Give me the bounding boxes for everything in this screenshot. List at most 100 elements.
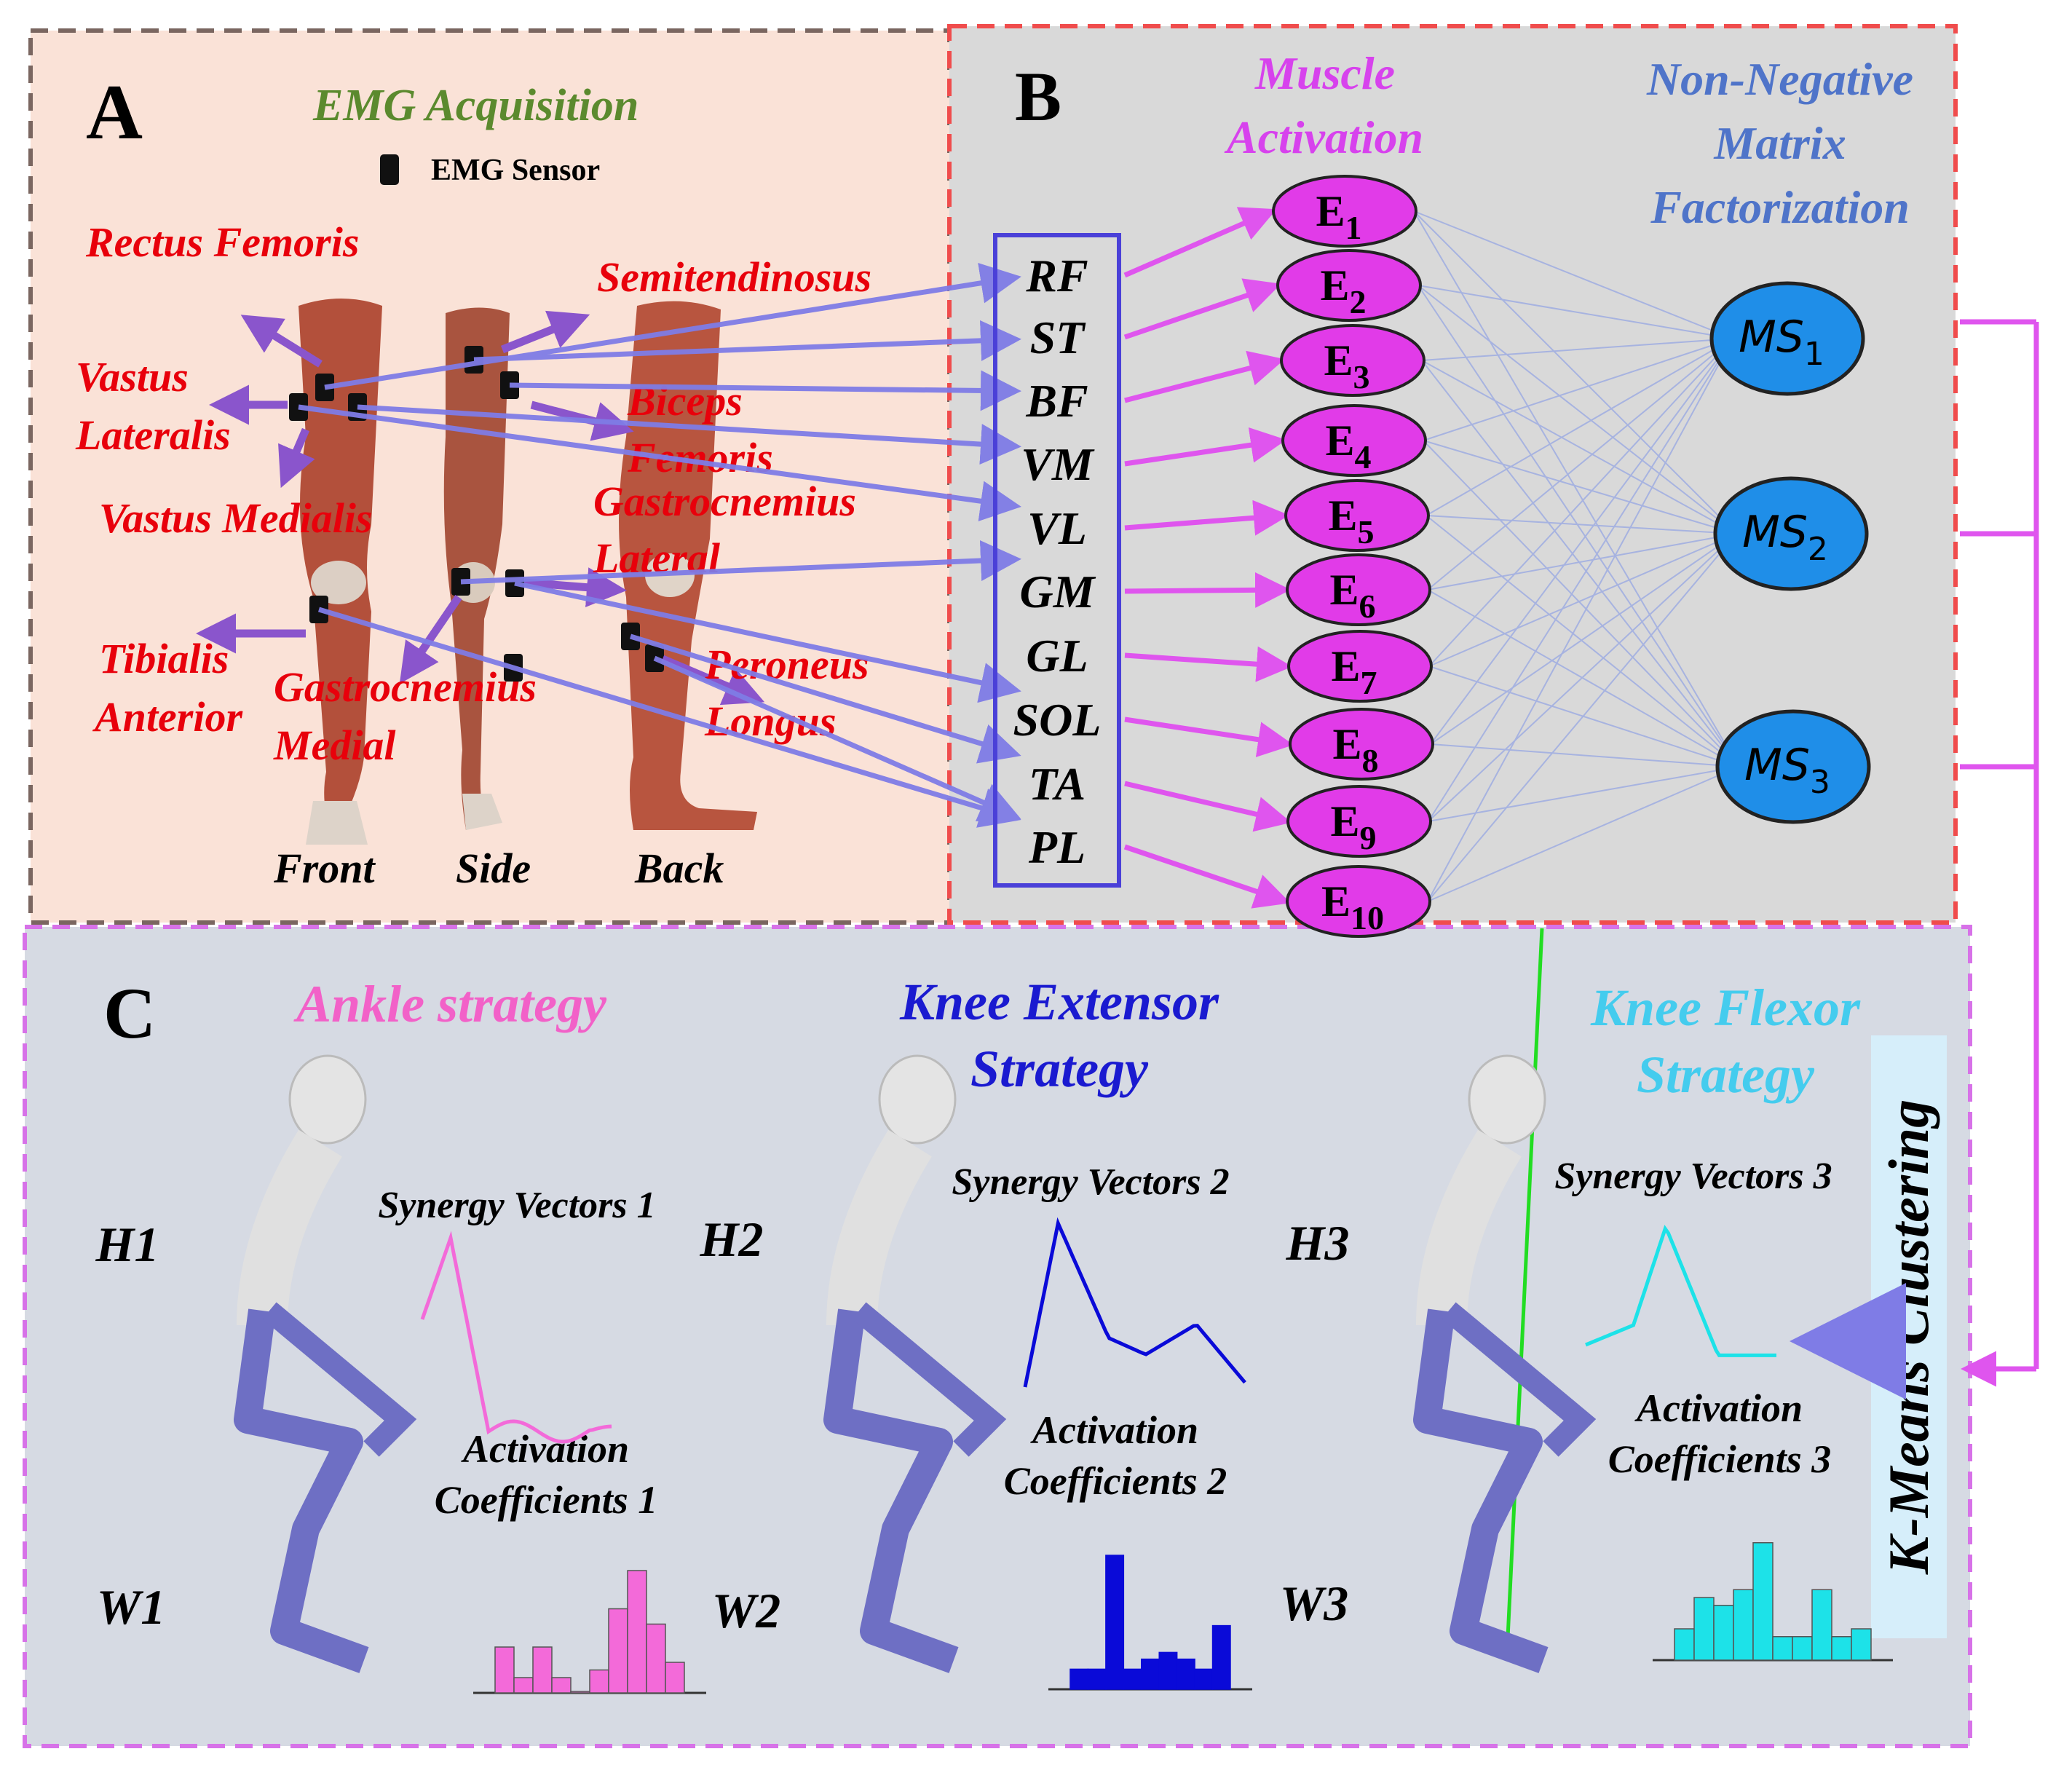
label-vastus-medialis: Vastus Medialis	[99, 494, 373, 542]
mesh-line	[1413, 210, 1733, 339]
histogram-bar	[494, 1646, 515, 1694]
svg-text:MS1: MS1	[1739, 312, 1824, 373]
muscle-abbrev-bf: BF	[1025, 375, 1088, 427]
label-gastrocnemius-lateral-1: Gastrocnemius	[593, 478, 856, 525]
histogram-bar	[1123, 1668, 1142, 1690]
synergy-node-base: MS	[1742, 507, 1808, 558]
synergy-node-ms2: MS2	[1713, 476, 1869, 591]
mesh-line	[1426, 515, 1737, 534]
histogram-bar	[1141, 1658, 1160, 1690]
mesh-line	[1421, 360, 1739, 767]
histogram-bar	[1733, 1589, 1754, 1661]
muscle-activation-title-2: Activation	[1224, 111, 1423, 163]
emg-node-sub: 7	[1361, 664, 1377, 701]
w-label: W2	[712, 1583, 780, 1638]
histogram-bar	[665, 1662, 685, 1694]
panel-b-letter: B	[1015, 58, 1061, 135]
muscle-to-emg-arrows	[1123, 207, 1294, 909]
label-gastrocnemius-medial-2: Medial	[273, 722, 396, 769]
emg-to-synergy-mesh	[1413, 210, 1739, 902]
svg-text:E5: E5	[1328, 491, 1374, 550]
emg-node-base: E	[1316, 187, 1345, 235]
mesh-line	[1417, 285, 1733, 339]
svg-text:E3: E3	[1324, 336, 1369, 395]
h-label: H1	[95, 1217, 159, 1272]
svg-text:E1: E1	[1316, 187, 1361, 246]
h-label: H2	[700, 1212, 764, 1267]
strategy-title: Strategy	[970, 1040, 1149, 1098]
mesh-line	[1423, 338, 1733, 441]
skeleton-figures	[234, 1054, 1597, 1673]
emg-node-e7: E7	[1287, 630, 1433, 703]
svg-text:MS2: MS2	[1742, 507, 1828, 568]
label-vastus-lateralis-1: Vastus	[76, 353, 189, 400]
h-label: H3	[1286, 1215, 1350, 1271]
histogram-bar	[532, 1646, 553, 1694]
emg-node-base: E	[1324, 336, 1353, 384]
muscle-list-box	[993, 233, 1121, 888]
histogram-bar	[1069, 1668, 1089, 1690]
mesh-line	[1423, 440, 1739, 767]
muscle-to-emg-arrow	[1124, 427, 1286, 467]
sensor-to-muscle-arrows	[298, 263, 1021, 828]
synergy-node-ms1: MS1	[1709, 281, 1865, 396]
activation-coefficient-histogram	[1653, 1542, 1893, 1662]
svg-text:MS3: MS3	[1744, 740, 1830, 801]
mesh-line	[1423, 440, 1737, 534]
mesh-line	[1427, 533, 1737, 902]
mesh-line	[1421, 360, 1737, 534]
histogram-bar	[1693, 1597, 1715, 1661]
skeleton-3	[1413, 1054, 1597, 1673]
mesh-line	[1427, 766, 1739, 902]
histogram-bar	[1176, 1658, 1195, 1690]
emg-node-sub: 9	[1360, 819, 1377, 856]
muscle-to-emg-arrow	[1124, 781, 1292, 832]
muscle-abbrev-vm: VM	[1021, 438, 1095, 490]
label-pointer-arrows	[196, 310, 765, 706]
label-semitendinosus: Semitendinosus	[597, 253, 871, 301]
histogram-bar	[1087, 1668, 1107, 1690]
emg-node-sub: 5	[1358, 513, 1375, 550]
emg-node-e10: E10	[1286, 865, 1431, 938]
histogram-bar	[1752, 1542, 1774, 1661]
skeleton-2	[823, 1054, 1007, 1673]
w-label: W3	[1280, 1576, 1348, 1631]
emg-node-e4: E4	[1281, 404, 1427, 477]
strategy-title: Strategy	[1637, 1046, 1815, 1104]
svg-text:E6: E6	[1329, 566, 1375, 625]
histogram-bar	[1105, 1555, 1125, 1690]
muscle-abbrev-gl: GL	[1026, 630, 1088, 682]
muscle-to-emg-arrow	[1123, 844, 1291, 909]
activation-coefficients-label: Coefficients 2	[1004, 1459, 1227, 1503]
synergy-node-sub: 3	[1810, 764, 1830, 801]
synergy-node-base: MS	[1744, 740, 1810, 791]
synergy-vector-curve	[420, 1231, 612, 1444]
strategy-title: Knee Flexor	[1590, 979, 1861, 1037]
emg-node-sub: 6	[1359, 588, 1376, 625]
emg-node-e9: E9	[1286, 785, 1432, 858]
strategy-title: Ankle strategy	[293, 975, 607, 1033]
mesh-line	[1430, 533, 1737, 745]
histogram-bar	[1158, 1651, 1178, 1690]
emg-acquisition-title: EMG Acquisition	[312, 81, 638, 130]
activation-coefficients-label: Coefficients 3	[1608, 1437, 1831, 1481]
mesh-line	[1428, 766, 1739, 822]
mesh-line	[1426, 515, 1739, 767]
mesh-line	[1426, 338, 1733, 516]
label-tibialis-anterior-1: Tibialis	[99, 635, 229, 682]
synergy-node-ms3: MS3	[1715, 709, 1871, 824]
muscle-labels: Rectus Femoris Vastus Lateralis Vastus M…	[75, 218, 871, 769]
mesh-line	[1430, 338, 1733, 745]
green-reference-line	[1505, 928, 1544, 1654]
muscle-to-emg-arrow	[1124, 716, 1294, 757]
histogram-bar	[513, 1677, 534, 1694]
label-peroneus-longus-2: Longus	[704, 698, 837, 745]
histogram-bar	[551, 1677, 572, 1694]
mesh-line	[1427, 533, 1737, 591]
activation-coefficients-label: Activation	[1634, 1386, 1803, 1430]
activation-coefficient-histogram	[1048, 1555, 1252, 1691]
